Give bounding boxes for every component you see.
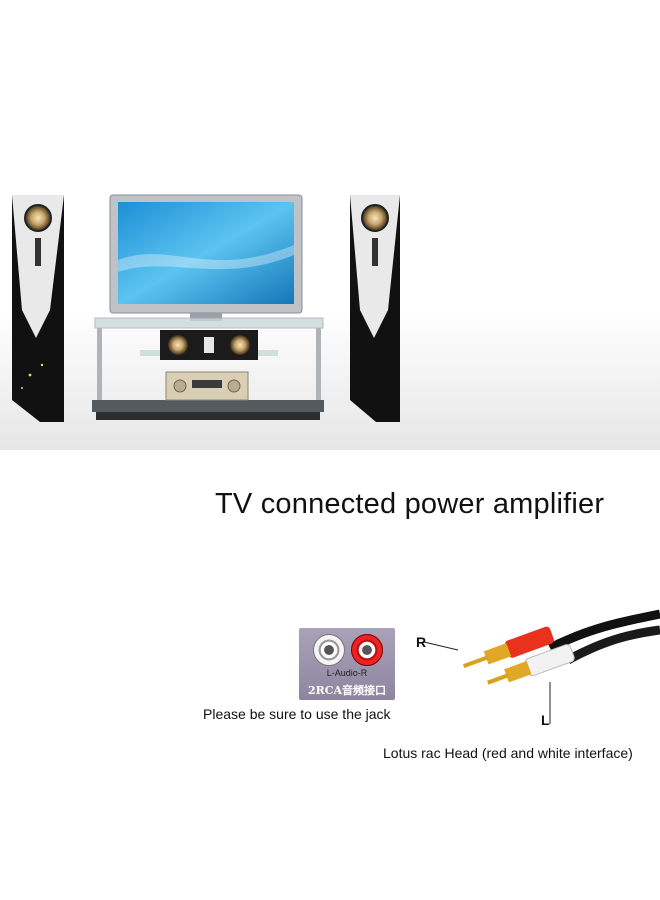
white-jack-icon — [313, 634, 345, 666]
center-speaker — [160, 330, 258, 360]
rca-cable-illustration — [423, 609, 660, 724]
jack-note: Please be sure to use the jack — [203, 706, 391, 722]
headline: TV connected power amplifier — [215, 488, 605, 520]
jack-sub-label: L-Audio-R — [326, 668, 368, 678]
plug-label-right: R — [416, 634, 427, 650]
rca-jack-panel: L-Audio-R 2RCA音频接口 — [299, 628, 395, 700]
plug-label-left: L — [541, 712, 550, 728]
power-amplifier — [165, 371, 249, 401]
white-rca-plug — [487, 644, 575, 685]
left-tower-speaker — [12, 195, 64, 422]
jack-caption: 2RCA音频接口 — [307, 684, 387, 697]
red-rca-plug — [462, 626, 554, 668]
home-theater-illustration — [0, 194, 660, 450]
flat-screen-tv — [109, 194, 303, 321]
plug-note: Lotus rac Head (red and white interface) — [383, 745, 633, 761]
red-jack-icon — [351, 634, 383, 666]
right-tower-speaker — [350, 195, 400, 422]
